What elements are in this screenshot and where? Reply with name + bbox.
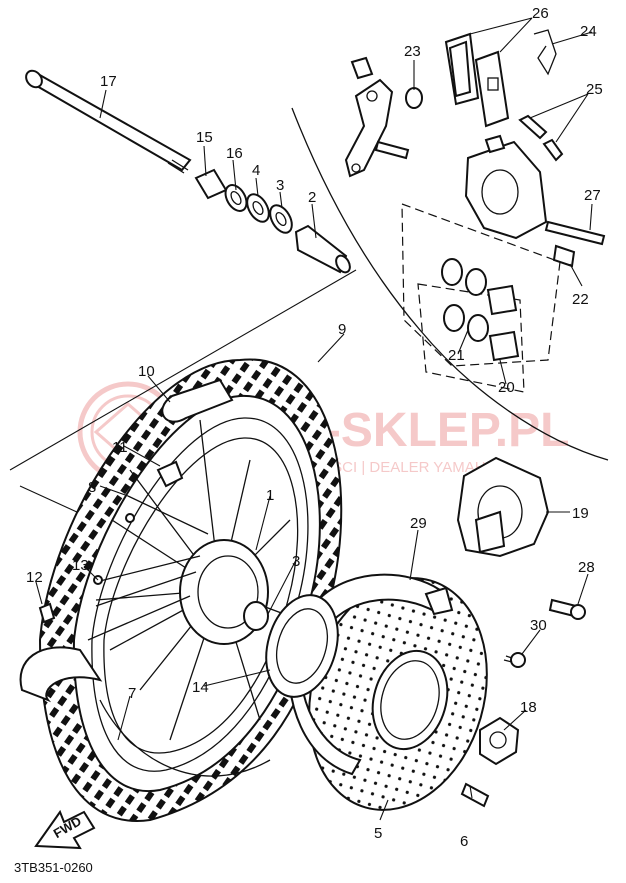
callout-1: 1 (266, 487, 274, 504)
callout-10: 10 (138, 363, 155, 380)
drawing-code: 3TB351-0260 (14, 860, 93, 875)
callout-27: 27 (584, 187, 601, 204)
caliper-bracket (344, 78, 394, 178)
speedometer-gear-unit (479, 716, 520, 766)
hub-collar (194, 168, 228, 200)
callout-6: 6 (460, 833, 468, 850)
assembly-divider-line (291, 107, 609, 461)
caliper-bolt (374, 140, 410, 160)
rim-band (99, 699, 271, 777)
piston-seals (441, 258, 489, 342)
bleed-screws (518, 114, 564, 162)
callout-20: 20 (498, 379, 515, 396)
callout-11: 11 (112, 439, 128, 456)
callout-3-lower: 3 (292, 553, 300, 570)
callout-24: 24 (580, 23, 597, 40)
axle (25, 69, 192, 174)
bushing (350, 56, 374, 80)
callout-29: 29 (410, 515, 427, 532)
callout-22: 22 (572, 291, 589, 308)
brake-pads (444, 32, 510, 128)
front-wheel (19, 358, 343, 822)
callout-9: 9 (338, 321, 346, 338)
callout-7: 7 (128, 685, 136, 702)
callout-17: 17 (100, 73, 117, 90)
pad-spring (405, 87, 423, 109)
callout-16: 16 (226, 145, 243, 162)
callout-18: 18 (520, 699, 537, 716)
wheel-boundary-line (9, 269, 357, 471)
callout-13: 13 (72, 557, 89, 574)
forward-direction-icon: FWD (34, 809, 96, 850)
callout-12: 12 (26, 569, 43, 586)
callout-21: 21 (448, 347, 465, 364)
caliper-pin-long (544, 220, 606, 246)
disc-bolt-upper (503, 652, 526, 668)
callout-30: 30 (530, 617, 547, 634)
callout-2: 2 (308, 189, 316, 206)
callouts: 17 15 16 4 3 2 23 26 24 25 27 22 21 20 1… (26, 5, 603, 850)
pad-clip (533, 29, 557, 76)
callout-28: 28 (578, 559, 595, 576)
disc-bolt-lower (460, 782, 490, 808)
leader-lines (35, 17, 593, 821)
callout-25: 25 (586, 81, 603, 98)
rim-lock (156, 460, 184, 488)
hub (179, 539, 269, 645)
callout-14-visible: 14 (192, 679, 209, 696)
seal-kit-box (401, 203, 561, 393)
brake-disc (308, 577, 488, 811)
axle-spacer (294, 224, 351, 274)
callout-5: 5 (374, 825, 382, 842)
callout-19: 19 (572, 505, 589, 522)
oil-seal (224, 184, 248, 212)
callout-26: 26 (532, 5, 549, 22)
speedometer-gear-ring (265, 594, 339, 698)
valve-cap (38, 602, 56, 624)
pistons (486, 284, 520, 362)
callout-8: 8 (88, 479, 96, 496)
bearing-outer (246, 193, 270, 223)
caliper-body-upper (464, 134, 548, 240)
spoke-samples (87, 495, 209, 641)
tube (19, 378, 234, 703)
bearing-inner (269, 204, 293, 234)
caliper-mount-bolt (548, 598, 586, 620)
brake-caliper (456, 456, 550, 558)
callout-4: 4 (252, 162, 260, 179)
callout-15: 15 (196, 129, 213, 146)
callout-3-upper: 3 (276, 177, 284, 194)
callout-23: 23 (404, 43, 421, 60)
caliper-pin-short (552, 244, 576, 268)
